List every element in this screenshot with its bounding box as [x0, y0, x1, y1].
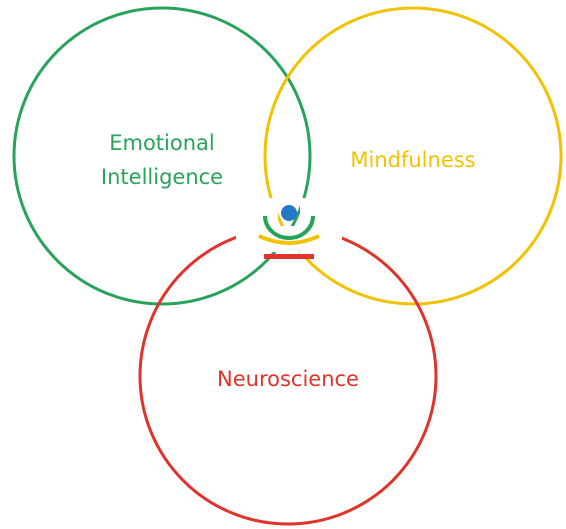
blue-dot-icon [281, 205, 297, 221]
emotional-intelligence-label-line1: Emotional [109, 131, 215, 155]
red-bar-icon [264, 254, 314, 259]
neuroscience-label: Neuroscience [217, 367, 359, 391]
yellow-arc-icon [258, 234, 320, 245]
mindfulness-label: Mindfulness [350, 148, 475, 172]
emotional-intelligence-circle [12, 6, 312, 306]
green-arc-icon [263, 215, 315, 240]
center-icon [258, 205, 320, 259]
emotional-intelligence-label-line2: Intelligence [101, 165, 223, 189]
mindfulness-circle [263, 6, 563, 306]
